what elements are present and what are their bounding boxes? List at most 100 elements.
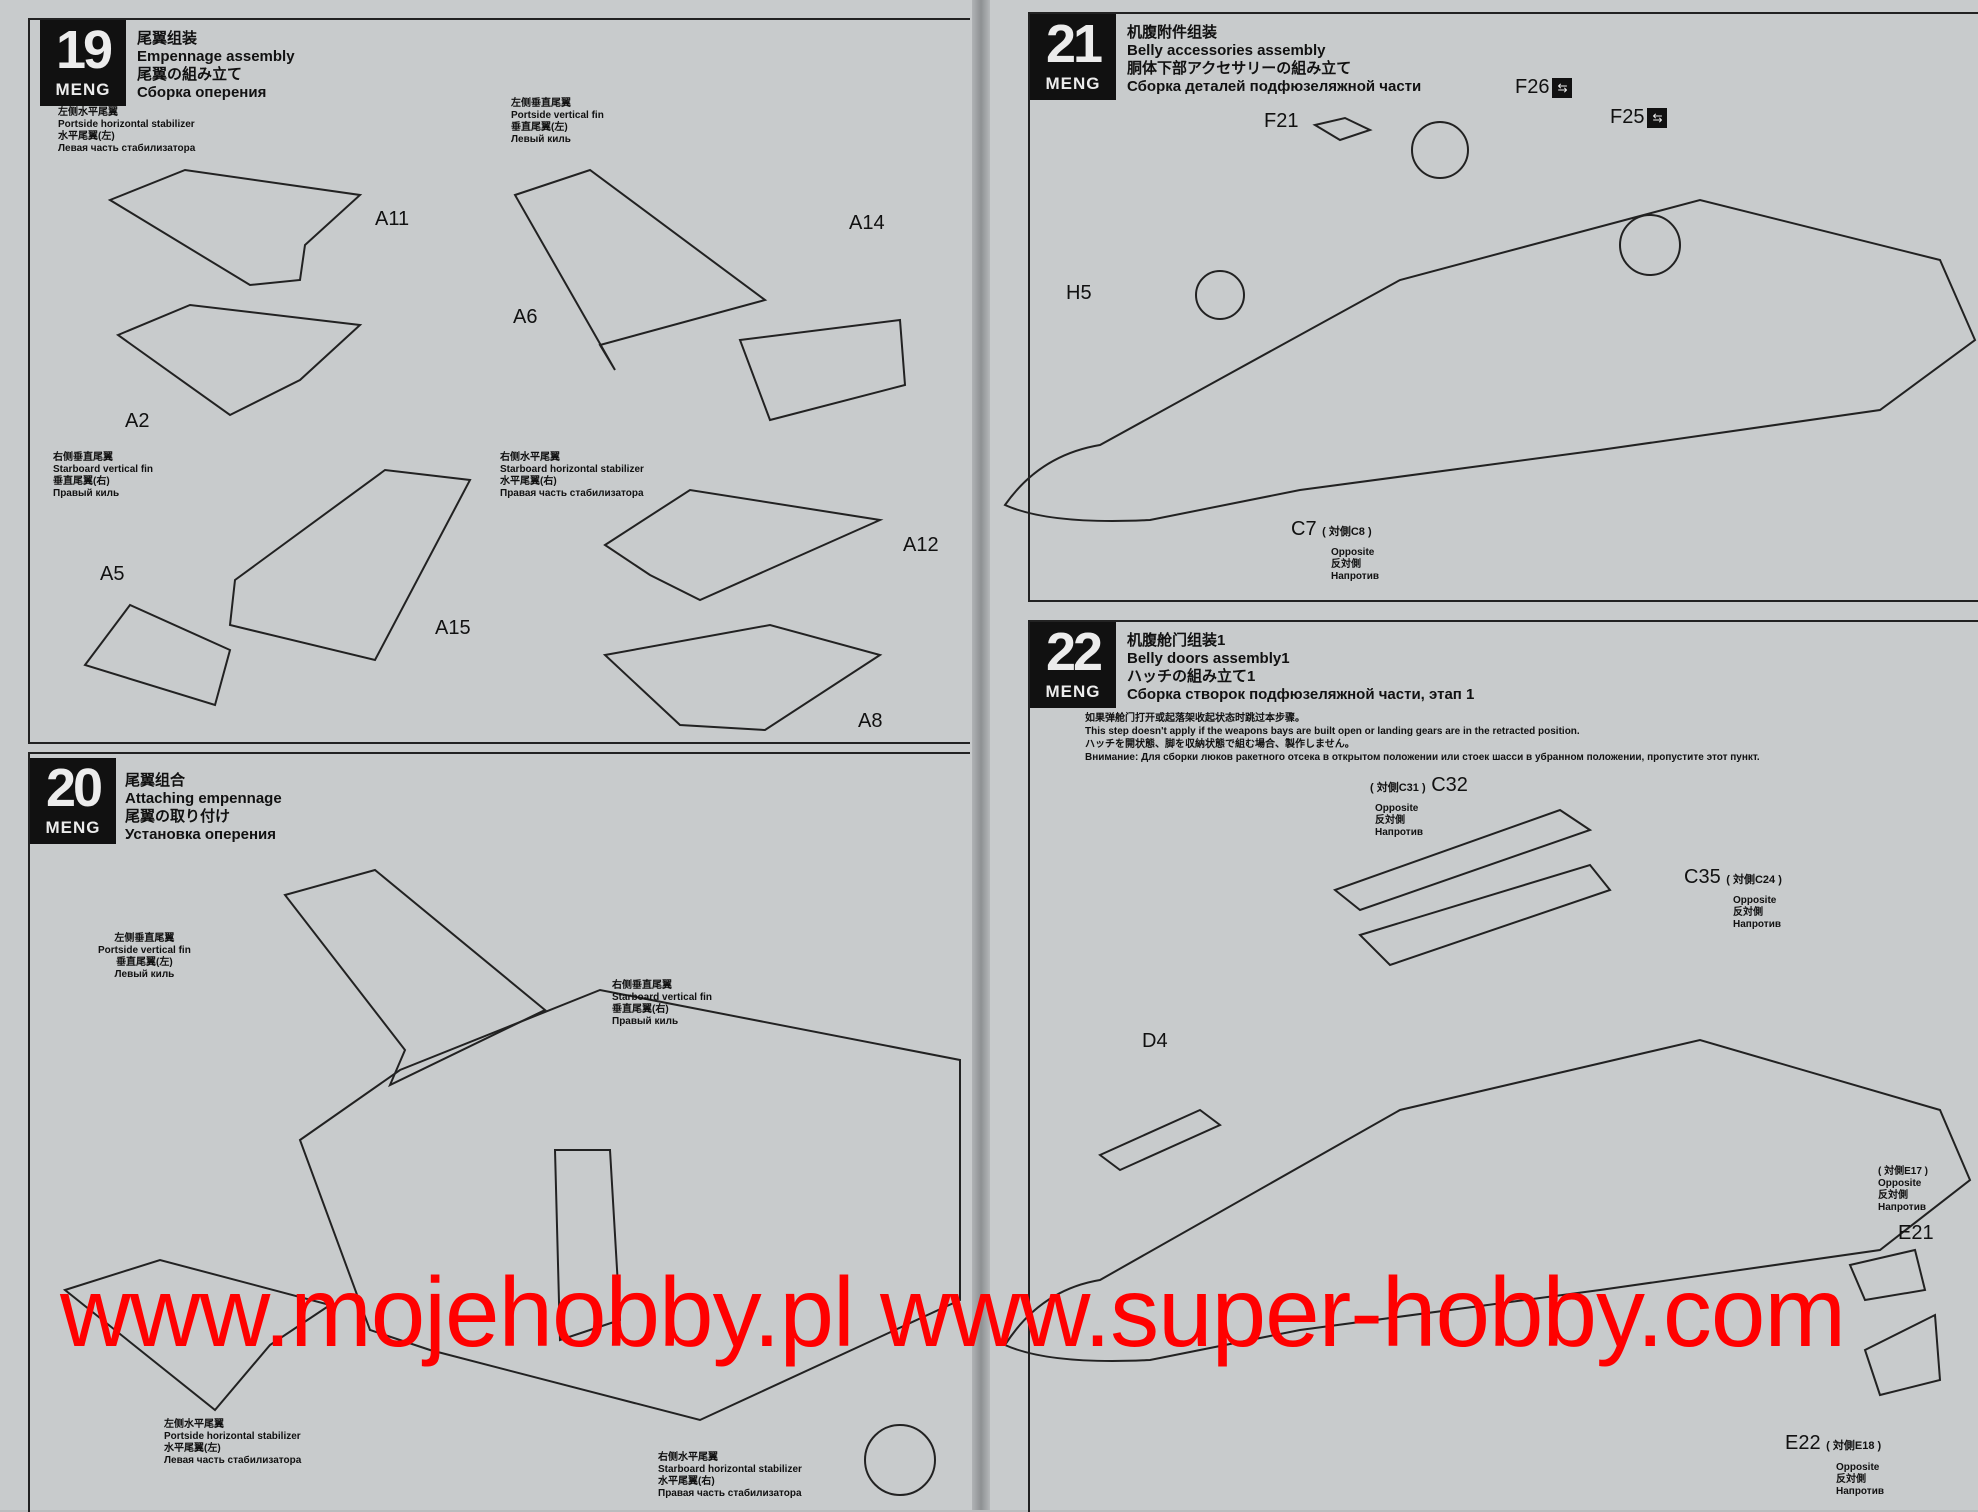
label-zh: 右侧水平尾翼 bbox=[658, 1452, 718, 1463]
title-zh: 机腹舱门组装1 bbox=[1127, 632, 1226, 649]
part-f25: F25⇆ bbox=[1610, 106, 1668, 129]
part-f26: F26⇆ bbox=[1515, 76, 1573, 99]
title-ru: Установка оперения bbox=[125, 826, 276, 843]
title-ru: Сборка оперения bbox=[137, 84, 267, 101]
part-e22: E22 ( 対側E18 ) bbox=[1785, 1432, 1881, 1458]
title-ja: ハッチの組み立て1 bbox=[1127, 668, 1256, 685]
meng-logo: MENG bbox=[55, 80, 111, 99]
label-ja: 水平尾翼(左) bbox=[164, 1443, 221, 1454]
part-a11: A11 bbox=[375, 208, 410, 230]
label-en: Portside horizontal stabilizer bbox=[164, 1431, 301, 1442]
label-en: Opposite bbox=[1733, 895, 1777, 906]
label-ru: Напротив bbox=[1375, 827, 1423, 838]
title-zh: 机腹附件组装 bbox=[1127, 24, 1218, 41]
swap-icon: ⇆ bbox=[1552, 77, 1573, 98]
label-zh: 左侧垂直尾翼 bbox=[511, 98, 571, 109]
label-ja: 垂直尾翼(左) bbox=[511, 122, 568, 133]
label-ja: 水平尾翼(右) bbox=[500, 476, 557, 487]
part-label: F25 bbox=[1610, 106, 1645, 128]
warning-ru: Внимание: Для сборки люков ракетного отс… bbox=[1085, 752, 1760, 763]
step-number: 22 bbox=[1045, 622, 1103, 682]
label-ja: 反対側 bbox=[1836, 1474, 1866, 1485]
label-ru: Напротив bbox=[1878, 1202, 1926, 1213]
warning-en: This step doesn't apply if the weapons b… bbox=[1085, 726, 1580, 737]
step-20-title: 尾翼组合 Attaching empennage 尾翼の取り付け Установ… bbox=[125, 772, 282, 844]
part-c7: C7 ( 対側C8 ) bbox=[1291, 518, 1372, 544]
step-20-panel bbox=[28, 752, 970, 1512]
label-ru: Напротив bbox=[1836, 1486, 1884, 1497]
meng-logo: MENG bbox=[1045, 682, 1101, 701]
meng-logo: MENG bbox=[1045, 74, 1101, 93]
title-zh: 尾翼组合 bbox=[125, 772, 186, 789]
label-ja: 水平尾翼(右) bbox=[658, 1476, 715, 1487]
part-label: C7 bbox=[1291, 518, 1317, 540]
step-21-panel bbox=[1028, 12, 1978, 602]
part-e21: E21 bbox=[1898, 1222, 1934, 1244]
label-ru: Напротив bbox=[1331, 571, 1379, 582]
title-ru: Сборка деталей подфюзеляжной части bbox=[1127, 78, 1422, 95]
meng-logo: MENG bbox=[45, 818, 101, 837]
label-en: Opposite bbox=[1878, 1178, 1922, 1189]
label-ru: Левый киль bbox=[511, 134, 571, 145]
label-ru: Правая часть стабилизатора bbox=[658, 1488, 802, 1499]
label-en: Starboard horizontal stabilizer bbox=[500, 464, 644, 475]
step-number: 19 bbox=[55, 20, 113, 80]
label-en: Opposite bbox=[1331, 547, 1375, 558]
label-ru: Напротив bbox=[1733, 919, 1781, 930]
part-label: C32 bbox=[1431, 774, 1468, 796]
step-number: 21 bbox=[1045, 14, 1103, 74]
part-d4: D4 bbox=[1142, 1030, 1168, 1052]
label-en: Starboard vertical fin bbox=[612, 992, 713, 1003]
part-label: E22 bbox=[1785, 1432, 1821, 1454]
label-en: Portside horizontal stabilizer bbox=[58, 119, 195, 130]
left-page bbox=[0, 0, 975, 1510]
label-ja: 垂直尾翼(左) bbox=[116, 957, 173, 968]
step-number: 20 bbox=[45, 758, 103, 818]
opposite-part: ( 対側E18 ) bbox=[1826, 1440, 1882, 1452]
opposite-part: ( 対側C8 ) bbox=[1322, 526, 1372, 538]
title-ru: Сборка створок подфюзеляжной части, этап… bbox=[1127, 686, 1475, 703]
warning-ja: ハッチを開状態、脚を収納状態で組む場合、製作しません。 bbox=[1085, 739, 1355, 750]
watermark: www.mojehobby.pl www.super-hobby.com bbox=[60, 1257, 1846, 1367]
label-zh: 左侧垂直尾翼 bbox=[114, 933, 175, 944]
part-a6: A6 bbox=[513, 306, 538, 328]
title-zh: 尾翼组装 bbox=[137, 30, 198, 47]
label-en: Portside vertical fin bbox=[98, 945, 191, 956]
label-ru: Правая часть стабилизатора bbox=[500, 488, 644, 499]
label-ru: Правый киль bbox=[53, 488, 120, 499]
step-20-badge: 20 MENG bbox=[30, 758, 116, 844]
step-19-badge: 19 MENG bbox=[40, 20, 126, 106]
step-21-badge: 21 MENG bbox=[1030, 14, 1116, 100]
title-ja: 尾翼の取り付け bbox=[125, 808, 231, 825]
step-21-title: 机腹附件组装 Belly accessories assembly 胴体下部アク… bbox=[1127, 24, 1421, 96]
label-en: Starboard vertical fin bbox=[53, 464, 154, 475]
opposite-part: ( 対側C31 ) bbox=[1370, 782, 1426, 794]
label-ru: Левая часть стабилизатора bbox=[164, 1455, 302, 1466]
label-zh: 左侧水平尾翼 bbox=[164, 1419, 224, 1430]
label-ja: 垂直尾翼(右) bbox=[53, 476, 110, 487]
label-en: Opposite bbox=[1836, 1462, 1880, 1473]
title-ja: 尾翼の組み立て bbox=[137, 66, 243, 83]
label-ja: 反対側 bbox=[1331, 559, 1361, 570]
step-22-warning: 如果弹舱门打开或起落架收起状态时跳过本步骤。 This step doesn't… bbox=[1085, 712, 1760, 764]
part-a5: A5 bbox=[100, 563, 125, 585]
title-ja: 胴体下部アクセサリーの組み立て bbox=[1127, 60, 1352, 77]
label-ru: Правый киль bbox=[612, 1016, 679, 1027]
step-19-panel bbox=[28, 18, 970, 744]
right-page bbox=[988, 0, 1978, 1510]
title-en: Attaching empennage bbox=[125, 790, 282, 807]
step-19-title: 尾翼组装 Empennage assembly 尾翼の組み立て Сборка о… bbox=[137, 30, 295, 102]
label-zh: 右侧垂直尾翼 bbox=[612, 980, 672, 991]
